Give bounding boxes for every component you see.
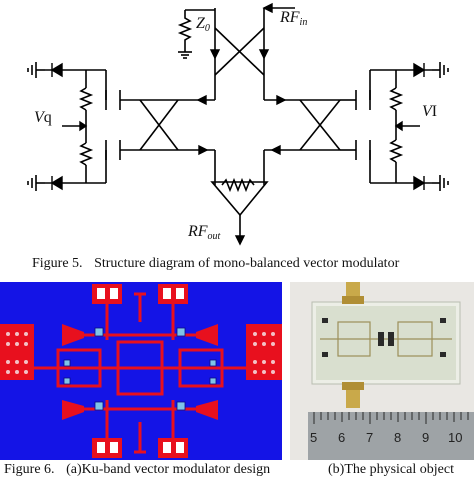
- z0-sub: 0: [204, 23, 210, 34]
- vq-main: V: [34, 109, 44, 126]
- rfout-sub: out: [207, 231, 221, 242]
- figure6-caption: Figure 6. (a)Ku-band vector modulator de…: [4, 462, 270, 478]
- rfout-main: RF: [188, 223, 208, 240]
- vq-sub: q: [43, 109, 52, 126]
- rfout-label: RFout: [188, 224, 220, 245]
- figure6-caption-a: (a)Ku-band vector modulator design: [66, 462, 271, 477]
- ruler-number-6: 6: [338, 430, 346, 445]
- ruler-number-9: 9: [422, 430, 430, 445]
- structure-diagram: [27, 2, 449, 246]
- rfin-label: RFin: [280, 10, 307, 31]
- ruler-number-5: 5: [310, 430, 318, 445]
- ruler-number-7: 7: [366, 430, 374, 445]
- z0-main: Z: [196, 15, 205, 32]
- pcb-layout-image: [0, 282, 282, 460]
- physical-object-photo: 5 6 7 8 9 10: [290, 282, 474, 460]
- rfin-sub: in: [299, 17, 308, 28]
- z0-label: Z0: [196, 16, 210, 37]
- figure6-number: Figure 6.: [4, 462, 55, 477]
- vi-label: VI: [422, 104, 437, 120]
- figure6-caption-b-wrap: (b)The physical object: [328, 462, 454, 478]
- ruler-number-10: 10: [448, 430, 463, 445]
- figure6-caption-b: (b)The physical object: [328, 462, 454, 477]
- figure5-number: Figure 5.: [32, 256, 83, 271]
- ruler-number-8: 8: [394, 430, 402, 445]
- rfin-main: RF: [280, 9, 300, 26]
- figure5-caption: Figure 5. Structure diagram of mono-bala…: [32, 256, 399, 272]
- figure5-text: Structure diagram of mono-balanced vecto…: [94, 256, 400, 271]
- vi-main: V: [422, 103, 432, 120]
- vq-label: Vq: [34, 110, 52, 126]
- vi-sub: I: [431, 103, 438, 120]
